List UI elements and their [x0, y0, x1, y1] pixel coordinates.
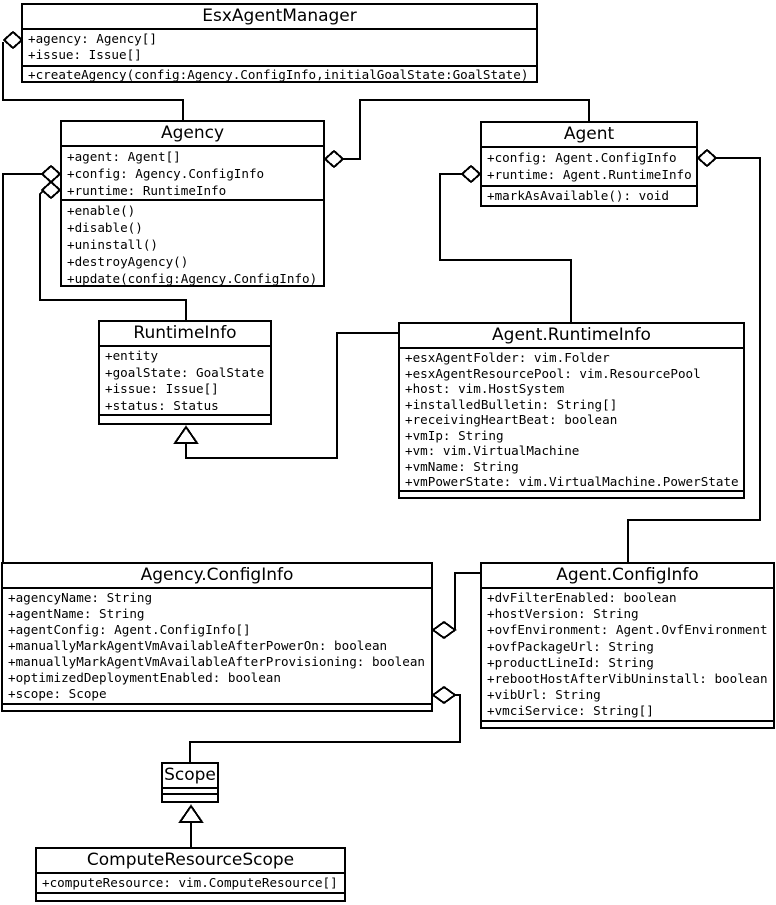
connector-agency-runtimeinfo — [39, 190, 187, 321]
attribute-row: +ovfEnvironment: Agent.OvfEnvironment — [487, 622, 768, 638]
attribute-row: +ovfPackageUrl: String — [487, 638, 654, 654]
attribute-row: +esxAgentFolder: vim.Folder — [405, 350, 610, 365]
attribute-row: +hostVersion: String — [487, 606, 639, 622]
class-box-compute-resource-scope: ComputeResourceScope +computeResource: v… — [35, 847, 346, 902]
class-box-esx-agent-manager: EsxAgentManager +agency: Agency[] +issue… — [21, 3, 538, 83]
attribute-row: +optimizedDeploymentEnabled: boolean — [8, 670, 281, 685]
class-box-agent-config-info: Agent.ConfigInfo +dvFilterEnabled: boole… — [480, 562, 775, 729]
class-title: Scope — [163, 764, 217, 789]
attribute-row: +vmPowerState: vim.VirtualMachine.PowerS… — [405, 474, 739, 489]
class-title: Agent — [482, 123, 696, 148]
class-title: Agency — [62, 122, 323, 147]
attribute-row: +status: Status — [105, 397, 219, 413]
attribute-row: +rebootHostAfterVibUninstall: boolean — [487, 671, 768, 687]
aggregation-diamond-icon — [40, 180, 62, 200]
attribute-row: +config: Agent.ConfigInfo — [487, 150, 677, 165]
attribute-row: +entity — [105, 348, 159, 363]
attribute-row: +agency: Agency[] — [28, 31, 157, 46]
attribute-row: +vibUrl: String — [487, 687, 601, 703]
class-box-scope: Scope — [161, 762, 219, 803]
class-title: EsxAgentManager — [23, 5, 536, 30]
aggregation-diamond-icon — [40, 164, 62, 184]
attribute-row: +vm: vim.VirtualMachine — [405, 443, 580, 458]
connector-agencyconfiginfo-agentconfiginfo — [454, 572, 481, 630]
attribute-row: +productLineId: String — [487, 654, 654, 670]
connector-agent-agentruntimeinfo — [439, 173, 572, 323]
class-title: ComputeResourceScope — [37, 849, 344, 874]
class-box-agency-config-info: Agency.ConfigInfo +agencyName: String +a… — [1, 562, 433, 712]
attribute-row: +receivingHeartBeat: boolean — [405, 412, 618, 427]
method-row: +disable() — [67, 220, 143, 235]
method-row: +destroyAgency() — [67, 254, 189, 269]
generalization-triangle-icon — [178, 804, 204, 823]
attribute-row: +issue: Issue[] — [105, 381, 219, 396]
attribute-row: +manuallyMarkAgentVmAvailableAfterPowerO… — [8, 638, 388, 653]
attribute-row: +dvFilterEnabled: boolean — [487, 590, 677, 605]
connector-agencyconfiginfo-scope — [189, 694, 461, 763]
empty-methods-compartment — [100, 414, 270, 423]
empty-methods-compartment — [482, 720, 773, 727]
attribute-row: +agent: Agent[] — [67, 149, 181, 164]
generalization-triangle-icon — [173, 425, 199, 444]
empty-methods-compartment — [400, 490, 743, 497]
method-row: +createAgency(config:Agency.ConfigInfo,i… — [28, 67, 529, 81]
aggregation-diamond-icon — [431, 620, 457, 640]
empty-methods-compartment — [37, 892, 344, 900]
class-box-runtime-info: RuntimeInfo +entity +goalState: GoalStat… — [98, 320, 272, 425]
attribute-row: +computeResource: vim.ComputeResource[] — [42, 875, 338, 890]
aggregation-diamond-icon — [431, 685, 457, 705]
attribute-row: +manuallyMarkAgentVmAvailableAfterProvis… — [8, 654, 426, 669]
attribute-row: +issue: Issue[] — [28, 47, 142, 62]
connector-agency-agent — [343, 99, 590, 160]
aggregation-diamond-icon — [2, 30, 24, 50]
connector-agency-agencyconfiginfo — [2, 173, 42, 563]
method-row: +markAsAvailable(): void — [487, 188, 669, 203]
method-row: +uninstall() — [67, 237, 158, 252]
attribute-row: +vmName: String — [405, 458, 519, 474]
class-title: Agent.RuntimeInfo — [400, 324, 743, 349]
method-row: +update(config:Agency.ConfigInfo) — [67, 271, 318, 285]
attribute-row: +agentName: String — [8, 606, 145, 621]
empty-methods-compartment — [163, 793, 217, 801]
connector-agentruntimeinfo-runtimeinfo — [185, 332, 399, 459]
class-title: RuntimeInfo — [100, 322, 270, 347]
attribute-row: +vmIp: String — [405, 427, 504, 443]
class-title: Agent.ConfigInfo — [482, 564, 773, 589]
class-box-agent: Agent +config: Agent.ConfigInfo +runtime… — [480, 121, 698, 207]
empty-methods-compartment — [3, 703, 431, 710]
attribute-row: +esxAgentResourcePool: vim.ResourcePool — [405, 365, 701, 381]
attribute-row: +runtime: RuntimeInfo — [67, 183, 227, 198]
attribute-row: +goalState: GoalState — [105, 364, 265, 380]
attribute-row: +vmciService: String[] — [487, 703, 654, 719]
connector-agent-agentconfiginfo — [627, 157, 761, 563]
attribute-row: +installedBulletin: String[] — [405, 396, 618, 412]
aggregation-diamond-icon — [323, 149, 345, 169]
attribute-row: +config: Agency.ConfigInfo — [67, 166, 265, 181]
attribute-row: +agentConfig: Agent.ConfigInfo[] — [8, 622, 251, 637]
class-box-agency: Agency +agent: Agent[] +config: Agency.C… — [60, 120, 325, 287]
aggregation-diamond-icon — [696, 148, 718, 168]
connector-esxagentmanager-agency — [2, 42, 184, 121]
class-title: Agency.ConfigInfo — [3, 564, 431, 589]
attribute-row: +host: vim.HostSystem — [405, 381, 565, 396]
attribute-row: +scope: Scope — [8, 686, 107, 701]
attribute-row: +agencyName: String — [8, 590, 153, 605]
method-row: +enable() — [67, 203, 136, 218]
class-box-agent-runtime-info: Agent.RuntimeInfo +esxAgentFolder: vim.F… — [398, 322, 745, 499]
attribute-row: +runtime: Agent.RuntimeInfo — [487, 167, 692, 182]
aggregation-diamond-icon — [460, 164, 482, 184]
